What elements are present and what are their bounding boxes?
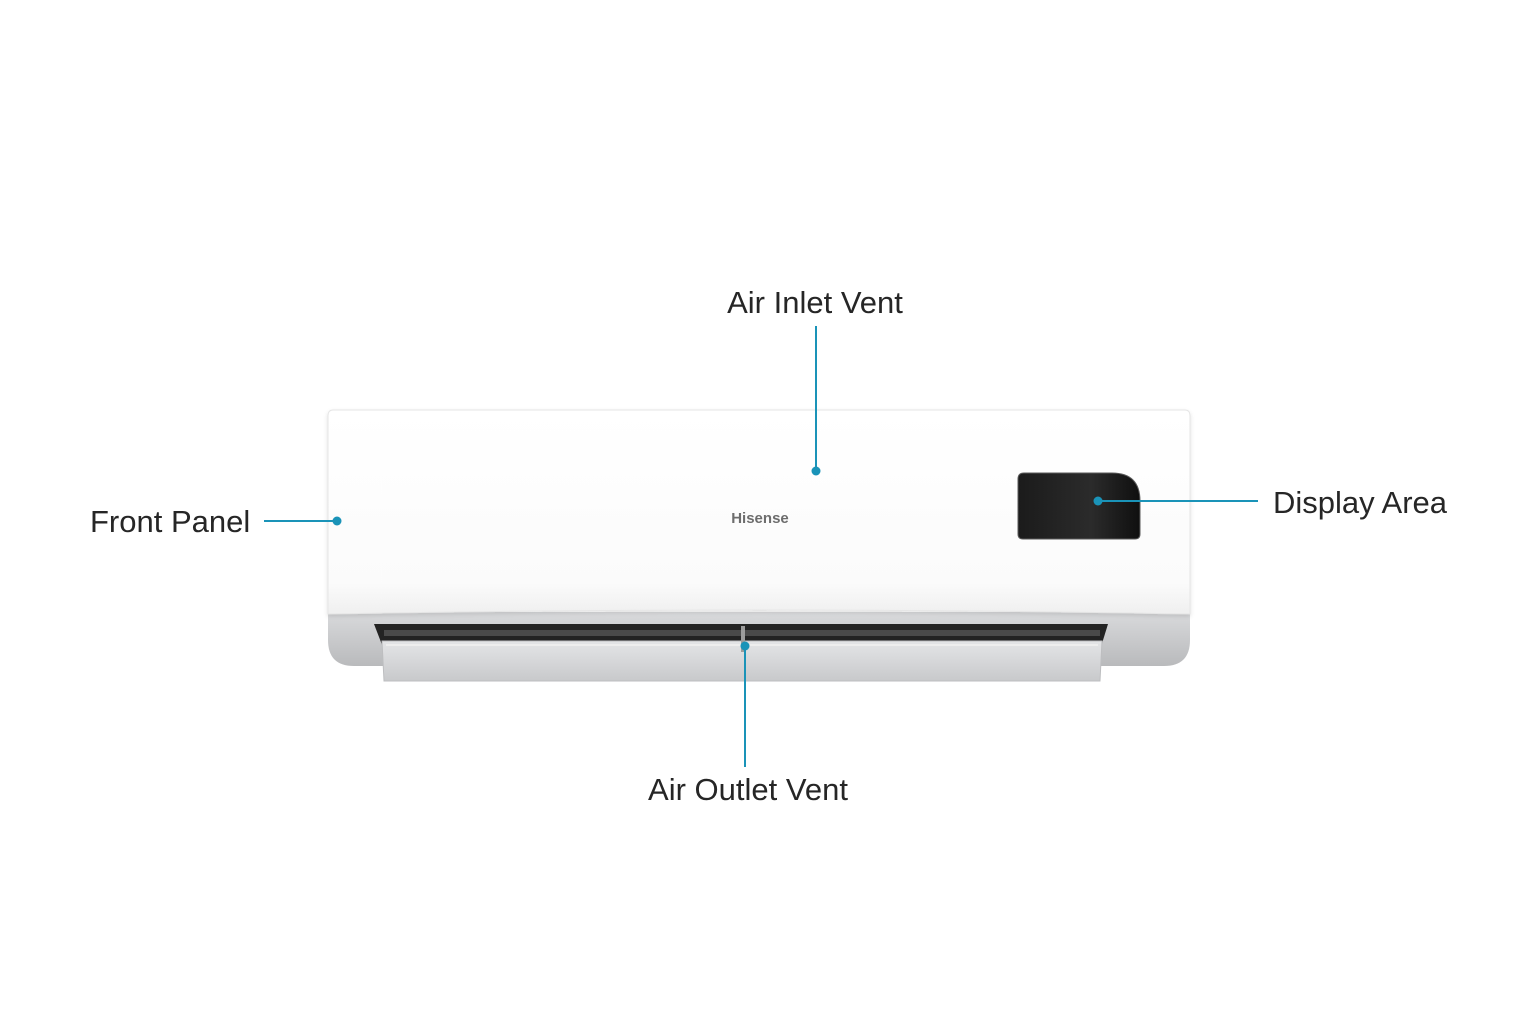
label-air-outlet-vent: Air Outlet Vent bbox=[648, 772, 848, 807]
leader-dot-display-area bbox=[1093, 496, 1103, 506]
label-air-inlet-vent: Air Inlet Vent bbox=[727, 285, 903, 320]
label-front-panel: Front Panel bbox=[90, 504, 250, 539]
front-panel-body bbox=[327, 409, 1191, 615]
label-display-area: Display Area bbox=[1273, 485, 1448, 520]
brand-logo: Hisense bbox=[731, 510, 789, 527]
louver-divider bbox=[741, 626, 745, 652]
callout-front-panel: Front Panel bbox=[90, 504, 342, 539]
callout-air-outlet-vent: Air Outlet Vent bbox=[648, 641, 848, 807]
leader-dot-air-outlet-vent bbox=[740, 641, 750, 651]
callouts: Air Inlet Vent Front Panel Display Area … bbox=[90, 285, 1448, 807]
display-panel bbox=[1017, 472, 1141, 540]
callout-display-area: Display Area bbox=[1093, 485, 1448, 520]
leader-dot-front-panel bbox=[332, 516, 342, 526]
louver-flap bbox=[381, 640, 1103, 682]
callout-air-inlet-vent: Air Inlet Vent bbox=[727, 285, 903, 476]
leader-dot-air-inlet-vent bbox=[811, 466, 821, 476]
ac-unit: Hisense bbox=[327, 409, 1191, 682]
